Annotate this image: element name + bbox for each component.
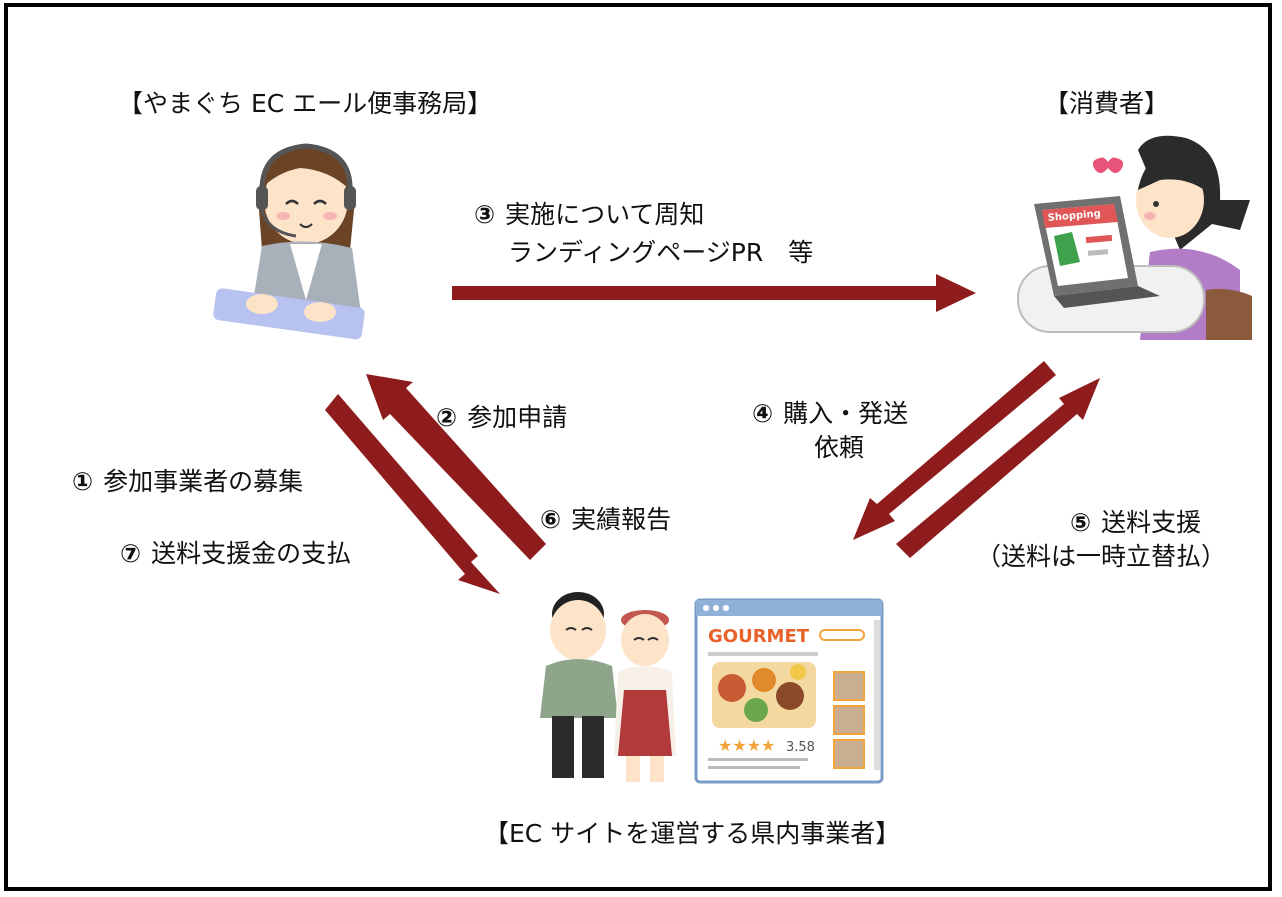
- step-4-line2: 依頼: [814, 433, 865, 462]
- arrow-4-order: [853, 361, 1056, 540]
- gourmet-title: GOURMET: [708, 626, 810, 647]
- rating-value: 3.58: [786, 740, 815, 755]
- step-2-number: ②: [436, 403, 458, 432]
- arrow-5-support: [896, 378, 1100, 558]
- step-2-text: 参加申請: [467, 403, 568, 432]
- step-5-label: ⑤ 送料支援: [1070, 507, 1201, 539]
- step-6-label: ⑥ 実績報告: [540, 504, 671, 536]
- step-3-label: ③ 実施について周知: [474, 199, 704, 231]
- arrow-1-recruit: [325, 394, 500, 594]
- step-6-number: ⑥: [540, 505, 562, 534]
- diagram-frame: [4, 3, 1272, 891]
- step-2-label: ② 参加申請: [436, 402, 567, 434]
- consumer-label: 【消費者】: [1044, 89, 1170, 118]
- step-4-number: ④: [752, 399, 774, 428]
- step-1-number: ①: [72, 467, 94, 496]
- secretariat-label: 【やまぐち EC エール便事務局】: [118, 89, 493, 118]
- step-5-number: ⑤: [1070, 508, 1092, 537]
- consumer-illustration: [1017, 135, 1252, 340]
- step-5-line1: 送料支援: [1101, 508, 1202, 537]
- step-6-text: 実績報告: [571, 505, 672, 534]
- step-1-text: 参加事業者の募集: [103, 467, 304, 496]
- step-3-number: ③: [474, 200, 496, 229]
- shopping-screen-label: Shopping: [1047, 208, 1101, 224]
- step-5-line2: （送料は一時立替払）: [976, 542, 1227, 571]
- step-1-label: ① 参加事業者の募集: [72, 466, 303, 498]
- operator-illustration: [213, 143, 365, 340]
- arrow-3-to-consumer: [452, 274, 976, 312]
- step-7-label: ⑦ 送料支援金の支払: [120, 538, 351, 570]
- step-7-text: 送料支援金の支払: [151, 539, 352, 568]
- step-4-line1: 購入・発送: [783, 399, 909, 428]
- step-3-line1: 実施について周知: [505, 200, 705, 229]
- business-owners-illustration: [540, 592, 676, 782]
- step-3-line2: ランディングページPR 等: [508, 238, 814, 267]
- gourmet-site-illustration: ★★★★: [694, 598, 884, 784]
- svg-text:★★★★: ★★★★: [718, 736, 775, 755]
- arrow-2-application: [366, 374, 546, 560]
- step-7-number: ⑦: [120, 539, 142, 568]
- step-4-label: ④ 購入・発送: [752, 398, 908, 430]
- business-label: 【EC サイトを運営する県内事業者】: [484, 819, 901, 848]
